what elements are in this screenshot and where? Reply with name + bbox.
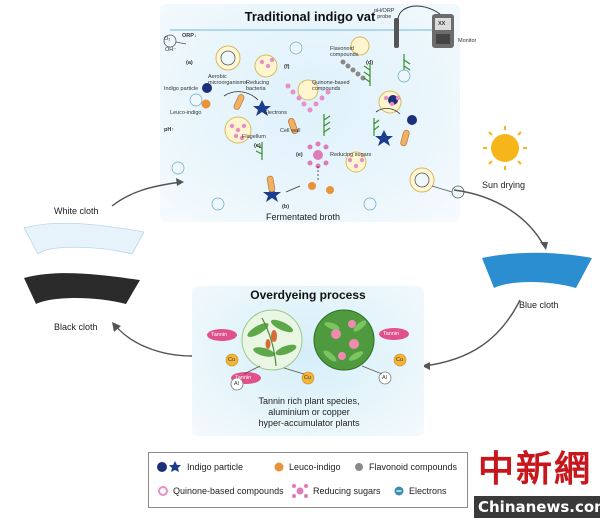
arrow-white-to-vat (111, 181, 183, 207)
watermark-english: Chinanews.com (474, 496, 600, 518)
monitor-screen (435, 18, 451, 30)
vat-caption: Fermentated broth (266, 212, 341, 222)
monitor-display: XX (438, 21, 446, 27)
reducing-sugar-icon (292, 484, 308, 498)
white-cloth-label: White cloth (54, 206, 99, 216)
overdyeing-title: Overdyeing process (250, 288, 366, 302)
legend-quinone: Quinone-based compounds (157, 485, 284, 497)
legend-reducing-sugars: Reducing sugars (291, 483, 381, 499)
blue-cloth (482, 252, 592, 288)
cu-label-1: Cu (228, 357, 236, 363)
tannin-plant-illustration (241, 309, 303, 371)
arrow-overdye-to-black (113, 323, 193, 357)
indigo-particle-label: Indigo particle (164, 86, 199, 92)
orp-label: ORP↓ (182, 33, 197, 39)
ph-probe (394, 18, 399, 48)
cu-label-2: Cu (304, 375, 312, 381)
legend-flavonoid: Flavonoid compounds (353, 461, 457, 473)
ph-orp-probe-label: pH/ORP probe (374, 8, 395, 20)
legend-electrons-label: Electrons (409, 486, 447, 496)
indigo-star-icon (253, 100, 393, 202)
o2-label: O₂ (164, 36, 171, 42)
label-d: (d) (366, 60, 374, 66)
legend-indigo-particle-label: Indigo particle (187, 462, 244, 472)
oh-label: OH⁻ (165, 47, 177, 53)
al-label-2: Al (382, 375, 387, 381)
aerobic-label: Aerobic microorganisms (208, 74, 247, 86)
flavonoid-label: Flavonoid compounds (330, 46, 359, 58)
electron-icon (394, 486, 404, 496)
label-f: (f) (284, 64, 290, 70)
copper-ion-icon (225, 353, 407, 385)
tannin-pill-icon (207, 328, 409, 384)
quinone-label: Quinone-based compounds (312, 80, 350, 92)
flavonoid-compound-icon (355, 463, 363, 471)
arrow-blue-to-overdye (423, 299, 521, 367)
legend-leuco-indigo: Leuco-indigo (273, 461, 341, 473)
label-b: (b) (282, 204, 290, 210)
overdyeing-caption: Tannin rich plant species, aluminium or … (258, 396, 360, 428)
cu-label-3: Cu (396, 357, 404, 363)
indigo-particle-icon (202, 83, 417, 125)
legend-quinone-label: Quinone-based compounds (173, 486, 284, 496)
flavonoid-compound-icon (340, 59, 366, 81)
al-label-1: Al (234, 381, 239, 387)
black-cloth (24, 273, 140, 304)
legend-indigo-particle: Indigo particle (157, 461, 243, 473)
reducing-bacteria-label: Reducing bacteria (246, 80, 270, 92)
reducing-sugar-icon (307, 141, 329, 169)
indigo-particle-icon (157, 461, 181, 472)
electrons-label: Electrons (264, 110, 287, 116)
legend-leuco-indigo-label: Leuco-indigo (289, 462, 341, 472)
legend-electrons: Electrons (393, 485, 447, 497)
cycle-arrows (111, 181, 545, 367)
watermark-chinese: 中新網 (478, 448, 593, 490)
monitor-label: Monitor (458, 38, 477, 44)
hydroxide-ion-icon (171, 41, 411, 211)
black-cloth-label: Black cloth (54, 322, 98, 332)
white-cloth (23, 222, 145, 255)
ph-label: pH↑ (164, 127, 175, 133)
vat-title: Traditional indigo vat (244, 9, 376, 24)
tannin-label-3: Tannin (383, 331, 400, 337)
plant-leaf-icon (255, 54, 411, 160)
flagellum-label: Flagellum (242, 134, 266, 140)
sun-icon (483, 126, 527, 170)
quinone-compound-icon (158, 486, 168, 496)
leuco-indigo-label: Leuco-indigo (170, 110, 202, 116)
quinone-compound-icon (229, 57, 401, 169)
tannin-label-1: Tannin (211, 332, 228, 338)
label-c: (c) (254, 143, 261, 149)
hyperaccumulator-plant-illustration (313, 309, 375, 371)
oxygen-bubble-icon (163, 34, 241, 71)
aluminium-ion-icon (230, 371, 392, 391)
sun-drying-label: Sun drying (482, 180, 526, 190)
tannin-label-2: Tannin (235, 375, 252, 381)
bacteria-icon (233, 94, 410, 193)
probe-cable (397, 5, 441, 21)
leuco-indigo-icon (274, 462, 284, 472)
arrow-heads (112, 178, 548, 370)
legend-box: Indigo particle Leuco-indigo Flavonoid c… (148, 452, 468, 508)
oxygen-bubble-icon (409, 167, 465, 199)
legend-flavonoid-label: Flavonoid compounds (369, 462, 458, 472)
overdye-arrows (243, 365, 383, 375)
blue-cloth-label: Blue cloth (519, 300, 559, 310)
leuco-indigo-icon (201, 99, 334, 194)
label-e: (e) (296, 152, 303, 158)
cell-wall-label: Cell wall (280, 128, 301, 134)
arrow-vat-to-blue (453, 189, 545, 247)
label-a: (a) (186, 60, 193, 66)
reducing-sugars-label: Reducing sugars (330, 152, 372, 158)
electron-arrow (223, 91, 401, 193)
legend-reducing-sugars-label: Reducing sugars (313, 486, 381, 496)
